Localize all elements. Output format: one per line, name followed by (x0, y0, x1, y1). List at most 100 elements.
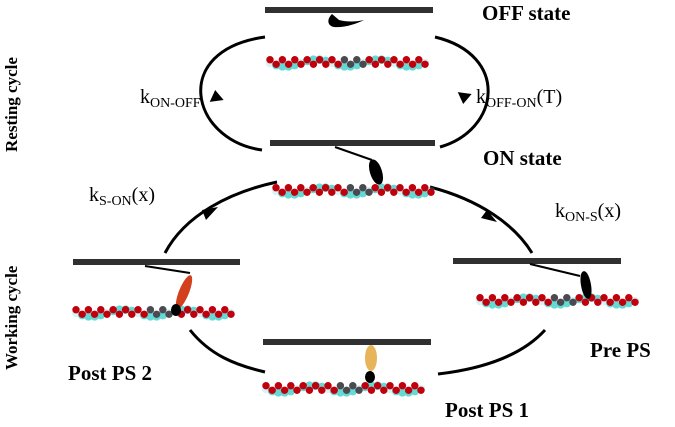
actin-bead (340, 188, 348, 196)
thick-filament-pre-ps (453, 258, 621, 264)
actin-bead (303, 56, 311, 64)
actin-bead (501, 294, 509, 302)
actin-bead (402, 56, 411, 64)
actin-bead (159, 306, 167, 314)
thick-filament-post-ps1 (263, 339, 431, 345)
actin-bead (190, 310, 198, 318)
arc-ps1-pre (437, 328, 547, 376)
rate-k-off-on: kOFF-ON(T) (476, 86, 562, 111)
actin-bead (392, 386, 400, 394)
myosin-head-post-ps2 (171, 304, 181, 316)
actin-bead (336, 382, 345, 390)
cyan-bead (220, 310, 230, 320)
cyan-bead (352, 60, 362, 70)
actin-bead (365, 56, 373, 64)
arrowhead-on-off-icon (209, 90, 224, 102)
actin-bead (488, 294, 497, 302)
myosin-head-pre-ps (580, 271, 592, 299)
actin-bead (365, 188, 373, 196)
on-state-label: ON state (483, 146, 562, 170)
rate-k-s-on: kS-ON(x) (89, 184, 155, 209)
resting-cycle-arcs (199, 35, 490, 152)
actin-bead (396, 60, 404, 68)
actin-bead (482, 298, 490, 306)
actin-bead (342, 386, 351, 394)
actin-bead (606, 298, 614, 306)
actin-bead (284, 60, 293, 68)
actin-bead (398, 382, 407, 390)
cyan-bead (500, 298, 510, 308)
actin-bead (575, 294, 583, 302)
arc-on-s (429, 185, 534, 254)
actin-bead (359, 60, 367, 68)
actin-bead (315, 188, 324, 196)
actin-bead (90, 310, 99, 318)
actin-bead (373, 382, 382, 390)
actin-bead (377, 188, 386, 196)
actin-bead (361, 382, 369, 390)
actin-bead (346, 60, 355, 68)
actin-bead (408, 60, 417, 68)
actin-bead (311, 382, 320, 390)
actin-bead (278, 56, 287, 64)
actin-bead (297, 184, 305, 192)
thin-filament-post-ps2 (71, 305, 236, 321)
cyan-bead (274, 388, 283, 397)
actin-bead (262, 382, 270, 390)
thick-filament-off (265, 7, 433, 13)
arc-ps2-ps1 (188, 329, 266, 374)
actin-bead (278, 188, 286, 196)
myosin-head-post-ps1 (365, 371, 375, 383)
arc-s-on (163, 180, 278, 254)
cyan-bead (612, 300, 621, 309)
actin-bead (581, 298, 590, 306)
cyan-bead (296, 188, 306, 198)
actin-bead (427, 188, 435, 196)
cyan-bead (402, 62, 411, 71)
cyan-bead (290, 60, 300, 70)
myosin-lever-red (175, 275, 193, 309)
actin-bead (476, 294, 484, 302)
actin-bead (494, 298, 503, 306)
arc-on-off (199, 35, 266, 152)
cyan-bead (96, 310, 106, 320)
actin-bead (569, 298, 577, 306)
actin-bead (128, 310, 136, 318)
actin-bead (563, 294, 571, 302)
actin-bead (103, 310, 111, 318)
actin-bead (221, 306, 229, 314)
thick-filament-post-ps2 (73, 259, 240, 265)
cyan-bead (398, 388, 407, 397)
thin-filament-on (271, 183, 436, 199)
actin-bead (309, 60, 318, 68)
actin-bead (550, 294, 559, 302)
actin-bead (525, 294, 534, 302)
thin-filaments (71, 55, 640, 397)
actin-bead (631, 298, 639, 306)
actin-bead (513, 294, 521, 302)
actin-bead (293, 386, 301, 394)
actin-bead (367, 386, 376, 394)
myosin-off (328, 14, 364, 28)
actin-bead (328, 56, 336, 64)
actin-bead (322, 60, 330, 68)
actin-bead (268, 386, 276, 394)
actin-bead (328, 188, 336, 196)
actin-bead (538, 294, 546, 302)
actin-bead (396, 184, 404, 192)
rate-k-on-s: kON-S(x) (555, 200, 621, 225)
actin-bead (334, 60, 342, 68)
actin-bead (299, 382, 307, 390)
thin-filament-post-ps1 (261, 381, 426, 397)
actin-bead (214, 310, 223, 318)
myosin-head-on (368, 159, 384, 185)
actin-bead (380, 386, 388, 394)
actin-bead (280, 386, 289, 394)
arrowheads (202, 90, 497, 222)
working-cycle-label: Working cycle (2, 265, 21, 370)
actin-bead (371, 60, 380, 68)
actin-bead (330, 386, 338, 394)
actin-bead (346, 184, 355, 192)
myosin-on (334, 146, 384, 185)
